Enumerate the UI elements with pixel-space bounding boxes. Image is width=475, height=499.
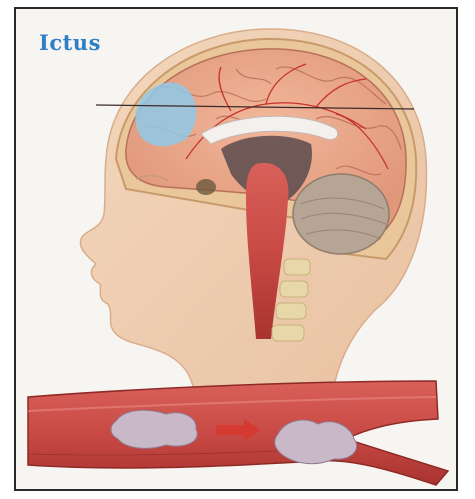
clot-lodged	[275, 420, 357, 464]
clot-moving	[111, 410, 197, 448]
stroke-illustration	[16, 9, 458, 491]
illustration-title: Ictus	[39, 30, 101, 55]
illustration-frame: Ictus	[14, 7, 458, 491]
head-cross-section-illustration	[80, 29, 426, 404]
artery-clot-illustration	[28, 381, 448, 485]
